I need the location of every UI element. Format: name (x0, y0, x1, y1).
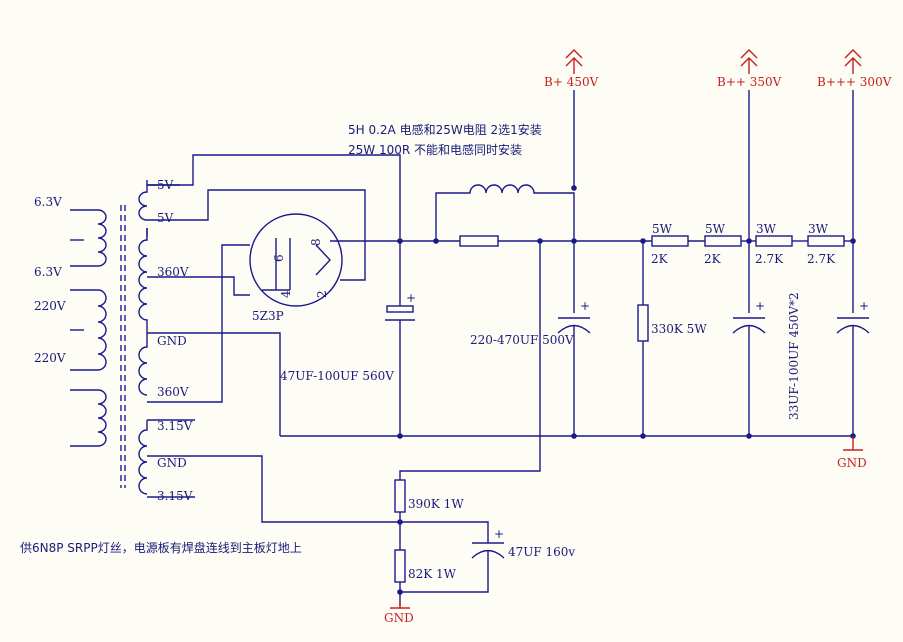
resistor-divider-upper: 390K 1W (394, 479, 464, 513)
primary-label-2: 6.3V (34, 265, 62, 279)
primary-label-4: 220V (34, 351, 66, 365)
rail-label-b350: B++ 350V (717, 75, 782, 89)
svg-text:GND: GND (384, 611, 414, 625)
resistor-r2: 5W 2K (704, 222, 742, 266)
svg-text:2K: 2K (704, 252, 722, 266)
c2-label: 220-470UF 500V (470, 333, 574, 347)
svg-text:+: + (406, 291, 416, 305)
svg-text:+: + (580, 299, 590, 313)
tube-name: 5Z3P (252, 309, 284, 323)
svg-text:+: + (859, 299, 869, 313)
tube-pin-4: 4 (279, 290, 293, 298)
resistor-r4: 3W 2.7K (807, 222, 845, 266)
power-symbol-b300: B+++ 300V (817, 49, 892, 89)
rail-label-b450: B+ 450V (544, 75, 599, 89)
svg-text:2K: 2K (651, 252, 669, 266)
secondary-label-315v-a: 3.15V (157, 419, 193, 433)
capacitor-divider: + 47UF 160v (400, 527, 575, 593)
svg-text:47UF 160v: 47UF 160v (508, 545, 575, 559)
c1-label: 47UF-100UF 560V (280, 369, 394, 383)
choke-inductor (435, 184, 575, 241)
tube-pin-2: 2 (315, 290, 329, 298)
power-symbol-b450: B+ 450V (544, 49, 599, 89)
resistor-choke-alt (459, 235, 499, 247)
power-transformer: 6.3V 6.3V 220V 220V 5V 5V 360V GND 360V … (34, 178, 193, 503)
primary-label-1: 6.3V (34, 195, 62, 209)
tube-pin-8: 8 (309, 238, 323, 246)
bleeder-label: 330K 5W (651, 322, 707, 336)
secondary-label-gnd: GND (157, 334, 187, 348)
svg-text:GND: GND (837, 456, 867, 470)
resistor-bleeder: 330K 5W (637, 241, 707, 436)
filter-cap-label: 33UF-100UF 450V*2 (787, 292, 801, 420)
svg-text:3W: 3W (808, 222, 829, 236)
svg-text:3W: 3W (756, 222, 777, 236)
secondary-label-5v-b: 5V (157, 211, 174, 225)
capacitor-c1: + 47UF-100UF 560V (280, 241, 416, 436)
ground-symbol-main: GND (837, 436, 867, 470)
heater-note: 供6N8P SRPP灯丝，电源板有焊盘连线到主板灯地上 (20, 540, 302, 555)
secondary-label-360v-a: 360V (157, 265, 189, 279)
rail-label-b300: B+++ 300V (817, 75, 892, 89)
svg-text:390K 1W: 390K 1W (408, 497, 464, 511)
secondary-label-315v-b: 3.15V (157, 489, 193, 503)
svg-text:+: + (755, 299, 765, 313)
choke-note-line-2: 25W 100R 不能和电感同时安装 (348, 142, 522, 157)
secondary-label-360v-b: 360V (157, 385, 189, 399)
capacitor-c2: + 220-470UF 500V (470, 241, 591, 436)
svg-text:2.7K: 2.7K (807, 252, 836, 266)
resistor-r3: 3W 2.7K (755, 222, 793, 266)
capacitor-c4: + (836, 241, 870, 436)
secondary-label-gnd-heater: GND (157, 456, 187, 470)
svg-text:82K 1W: 82K 1W (408, 567, 457, 581)
capacitor-c3: + (732, 241, 766, 436)
choke-note-line-1: 5H 0.2A 电感和25W电阻 2选1安装 (348, 122, 542, 137)
svg-text:5W: 5W (652, 222, 673, 236)
power-symbol-b350: B++ 350V (717, 49, 782, 89)
resistor-r1: 5W 2K (651, 222, 689, 266)
primary-label-3: 220V (34, 299, 66, 313)
ground-symbol-lower: GND (384, 600, 414, 625)
tube-pin-6: 6 (272, 254, 286, 262)
svg-text:2.7K: 2.7K (755, 252, 784, 266)
svg-text:+: + (494, 527, 504, 541)
rectifier-tube-5z3p: 6 8 4 2 5Z3P (249, 213, 343, 323)
svg-text:5W: 5W (705, 222, 726, 236)
resistor-divider-lower: 82K 1W (394, 549, 457, 583)
